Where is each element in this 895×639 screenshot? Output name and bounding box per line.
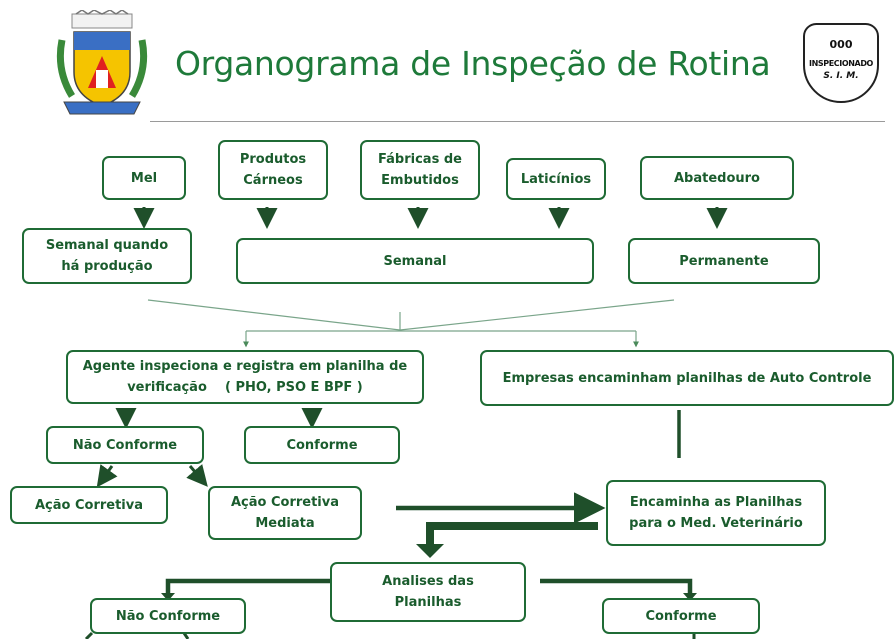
box-abatedouro: Abatedouro (640, 156, 794, 200)
box-semanal: Semanal (236, 238, 594, 284)
box-conforme-2: Conforme (602, 598, 760, 634)
box-mel: Mel (102, 156, 186, 200)
page-title: Organograma de Inspeção de Rotina (175, 44, 771, 83)
box-acao-corretiva: Ação Corretiva (10, 486, 168, 524)
sim-inspection-seal: 000 INSPECIONADO S. I. M. (803, 23, 879, 103)
box-nao-conforme-1: Não Conforme (46, 426, 204, 464)
box-permanente: Permanente (628, 238, 820, 284)
municipal-coat-of-arms-logo (56, 10, 148, 115)
seal-acronym: S. I. M. (823, 71, 859, 81)
box-empresas-encaminham: Empresas encaminham planilhas de Auto Co… (480, 350, 894, 406)
seal-number: 000 (829, 38, 853, 51)
seal-text: INSPECIONADO (809, 59, 873, 68)
box-conforme-1: Conforme (244, 426, 400, 464)
header-divider (150, 121, 885, 122)
box-agente-inspeciona: Agente inspeciona e registra em planilha… (66, 350, 424, 404)
box-laticinios: Laticínios (506, 158, 606, 200)
box-nao-conforme-2: Não Conforme (90, 598, 246, 634)
